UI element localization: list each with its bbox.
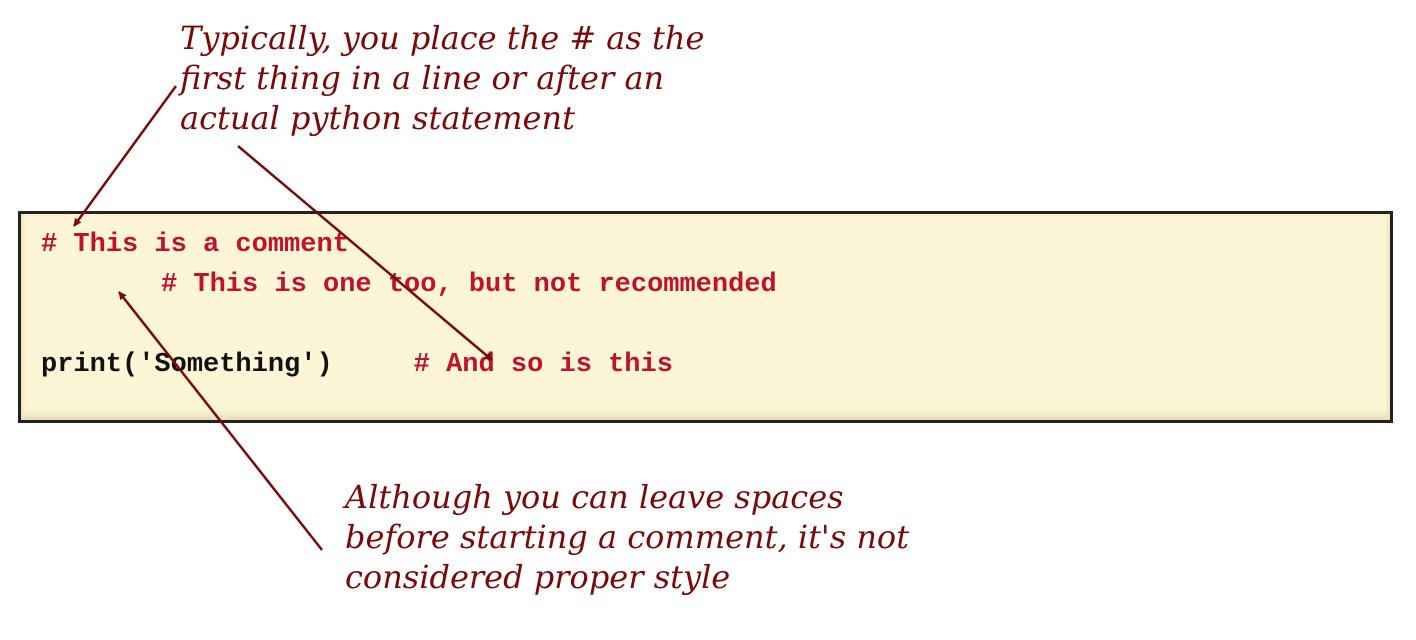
annotation-line: considered proper style [345,558,731,596]
comment-text: # And so is this [413,350,673,380]
arrow-to-line-start-hash [72,85,178,227]
statement-text: print('Something') [41,350,333,380]
code-gap [333,350,414,380]
code-line-indented-comment: # This is one too, but not recommended [161,268,777,302]
annotation-line: actual python statement [180,99,575,137]
annotation-line: before starting a comment, it's not [345,518,910,556]
annotation-line: Typically, you place the # as the [180,19,705,57]
annotation-comment-placement: Typically, you place the # as the first … [180,18,704,138]
comment-text: # This is a comment [41,230,349,260]
annotation-line: first thing in a line or after an [180,59,665,97]
code-panel: # This is a comment # This is one too, b… [18,211,1393,423]
comment-text: # This is one too, but not recommended [161,270,777,300]
code-line-comment: # This is a comment [41,228,349,262]
annotation-indentation-style: Although you can leave spaces before sta… [345,477,909,597]
annotation-line: Although you can leave spaces [345,478,844,516]
code-line-statement: print('Something') # And so is this [41,348,673,382]
